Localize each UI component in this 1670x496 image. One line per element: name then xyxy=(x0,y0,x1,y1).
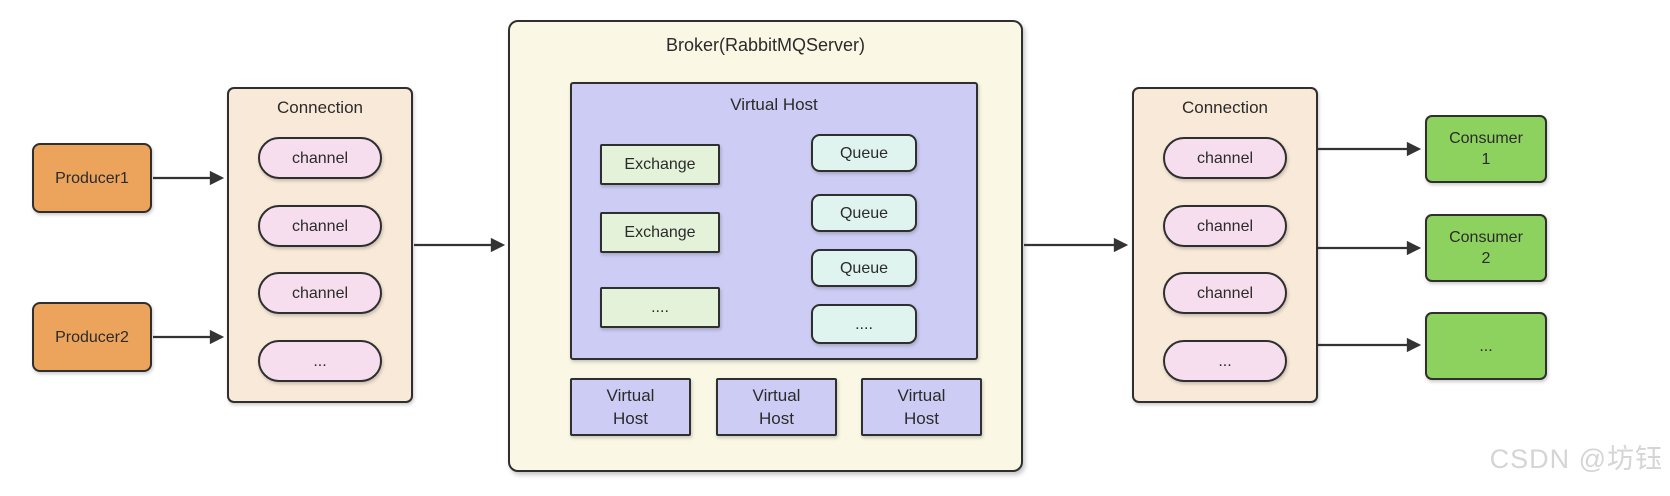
watermark: CSDN @坊钰 xyxy=(1489,444,1663,474)
broker-panel: Broker(RabbitMQServer) Virtual Host Exch… xyxy=(508,20,1023,472)
exchange-ellipsis-node: .... xyxy=(600,287,720,328)
channel-pill: channel xyxy=(258,137,382,179)
virtual-host-node: Virtual Host xyxy=(861,378,982,436)
connection-left-panel: Connection channel channel channel ... xyxy=(227,87,413,403)
channel-pill: channel xyxy=(258,272,382,314)
queue-node: Queue xyxy=(811,249,917,287)
broker-title: Broker(RabbitMQServer) xyxy=(665,35,866,55)
channel-ellipsis-pill: ... xyxy=(1163,340,1287,382)
virtual-host-title: Virtual Host xyxy=(730,95,818,114)
queue-ellipsis-node: .... xyxy=(811,304,917,344)
connection-left-title: Connection xyxy=(276,98,363,117)
virtual-host-node: Virtual Host xyxy=(570,378,691,436)
queue-node: Queue xyxy=(811,134,917,172)
connection-right-title: Connection xyxy=(1181,98,1268,117)
producer-2-node: Producer2 xyxy=(32,302,152,372)
exchange-node: Exchange xyxy=(600,212,720,253)
producer-1-node: Producer1 xyxy=(32,143,152,213)
channel-ellipsis-pill: ... xyxy=(258,340,382,382)
channel-pill: channel xyxy=(1163,205,1287,247)
virtual-host-node: Virtual Host xyxy=(716,378,837,436)
channel-pill: channel xyxy=(1163,137,1287,179)
queue-node: Queue xyxy=(811,194,917,232)
consumer-1-node: Consumer 1 xyxy=(1425,115,1547,183)
channel-pill: channel xyxy=(258,205,382,247)
consumer-ellipsis-node: ... xyxy=(1425,312,1547,380)
virtual-host-panel: Virtual Host Exchange Exchange .... Queu… xyxy=(570,82,978,360)
consumer-2-node: Consumer 2 xyxy=(1425,214,1547,282)
exchange-node: Exchange xyxy=(600,144,720,185)
channel-pill: channel xyxy=(1163,272,1287,314)
connection-right-panel: Connection channel channel channel ... xyxy=(1132,87,1318,403)
